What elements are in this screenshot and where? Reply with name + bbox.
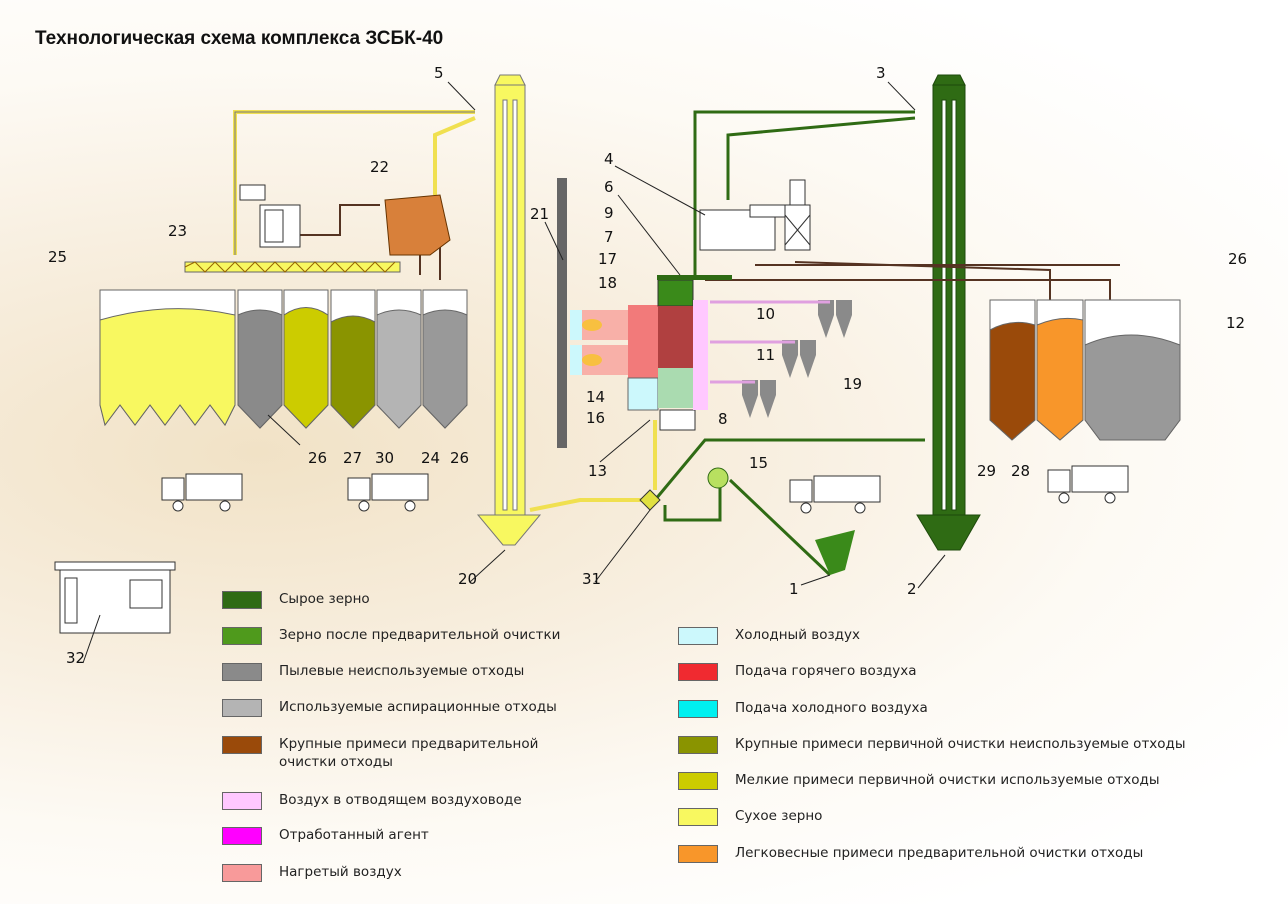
- label-26b: 26: [308, 449, 327, 467]
- callout-labels: 5 3 22 4 6 9 7 17 18 21 23 25 26 12 10 1…: [48, 64, 1247, 667]
- label-20: 20: [458, 570, 477, 588]
- label-12: 12: [1226, 314, 1245, 332]
- legend-swatch: [222, 699, 262, 717]
- label-24: 24: [421, 449, 440, 467]
- legend-label: Отработанный агент: [279, 827, 429, 843]
- label-17: 17: [598, 250, 617, 268]
- legend-swatch: [222, 627, 262, 645]
- legend-label: Используемые аспирационные отходы: [279, 699, 557, 715]
- fan: [707, 467, 729, 489]
- legend-label: Нагретый воздух: [279, 864, 402, 880]
- legend-label: Сухое зерно: [735, 808, 823, 824]
- legend-item: Крупные примеси предварительной очистки …: [222, 735, 599, 771]
- legend-swatch: [678, 700, 718, 718]
- legend-label: Сырое зерно: [279, 591, 370, 607]
- label-19: 19: [843, 375, 862, 393]
- legend-label: Подача горячего воздуха: [735, 663, 917, 679]
- legend-item: Сухое зерно: [678, 807, 1255, 826]
- label-31: 31: [582, 570, 601, 588]
- label-23: 23: [168, 222, 187, 240]
- label-14: 14: [586, 388, 605, 406]
- label-30: 30: [375, 449, 394, 467]
- label-29: 29: [977, 462, 996, 480]
- legend-item: Используемые аспирационные отходы: [222, 698, 599, 717]
- legend-label: Крупные примеси первичной очистки неиспо…: [735, 736, 1186, 752]
- legend-swatch: [222, 792, 262, 810]
- intake-hopper-1: [815, 530, 855, 575]
- legend-label: Мелкие примеси первичной очистки использ…: [735, 772, 1160, 788]
- label-5: 5: [434, 64, 444, 82]
- legend-item: Легковесные примеси предварительной очис…: [678, 844, 1255, 863]
- legend-label: Подача холодного воздуха: [735, 700, 928, 716]
- storage-bins-right: [989, 299, 1181, 441]
- legend-swatch: [678, 627, 718, 645]
- label-21: 21: [530, 205, 549, 223]
- legend-swatch: [678, 845, 718, 863]
- legend-item: Мелкие примеси первичной очистки использ…: [678, 771, 1255, 790]
- legend-label: Холодный воздух: [735, 627, 860, 643]
- dryer: [570, 275, 732, 431]
- legend-swatch: [678, 663, 718, 681]
- label-25: 25: [48, 248, 67, 266]
- label-26c: 26: [450, 449, 469, 467]
- raw-grain-pipes: [653, 110, 925, 577]
- valve-31: [639, 489, 661, 511]
- chimney-21: [557, 178, 567, 448]
- legend-swatch: [678, 736, 718, 754]
- legend-label: Пылевые неиспользуемые отходы: [279, 663, 525, 679]
- label-28: 28: [1011, 462, 1030, 480]
- legend-item: Крупные примеси первичной очистки неиспо…: [678, 735, 1255, 754]
- legend-swatch: [678, 808, 718, 826]
- legend-label: Крупные примеси предварительной очистки …: [279, 736, 539, 770]
- legend-label: Зерно после предварительной очистки: [279, 627, 561, 643]
- storage-bins-left: [99, 289, 468, 429]
- legend-item: Зерно после предварительной очистки: [222, 626, 599, 645]
- legend-swatch: [222, 864, 262, 882]
- label-26: 26: [1228, 250, 1247, 268]
- diagram-title: Технологическая схема комплекса ЗСБК-40: [35, 28, 444, 49]
- cyclones-19: [742, 300, 852, 418]
- legend-item: Подача холодного воздуха: [678, 699, 1255, 718]
- legend-label: Воздух в отводящем воздуховоде: [279, 792, 522, 808]
- legend-swatch: [222, 591, 262, 609]
- legend-swatch: [222, 663, 262, 681]
- legend-item: Сырое зерно: [222, 590, 599, 609]
- trucks: [161, 465, 1129, 514]
- label-4: 4: [604, 150, 614, 168]
- label-16: 16: [586, 409, 605, 427]
- legend-item: Воздух в отводящем воздуховоде: [222, 791, 599, 810]
- legend-item: Нагретый воздух: [222, 863, 599, 882]
- label-2: 2: [907, 580, 917, 598]
- label-11: 11: [756, 346, 775, 364]
- legend-label: Легковесные примеси предварительной очис…: [735, 845, 1144, 861]
- control-building-32: [54, 561, 176, 634]
- legend-swatch: [222, 736, 262, 754]
- legend-item: Холодный воздух: [678, 626, 1255, 645]
- label-10: 10: [756, 305, 775, 323]
- legend-swatch: [678, 772, 718, 790]
- elevator-20: [476, 74, 542, 546]
- label-8: 8: [718, 410, 728, 428]
- label-1: 1: [789, 580, 799, 598]
- label-9: 9: [604, 204, 614, 222]
- legend-item: Отработанный агент: [222, 826, 599, 845]
- separator-22: [239, 184, 451, 256]
- label-32: 32: [66, 649, 85, 667]
- label-22: 22: [370, 158, 389, 176]
- label-6: 6: [604, 178, 614, 196]
- cleaner-4: [699, 179, 811, 251]
- elevator-2: [916, 74, 981, 551]
- label-18: 18: [598, 274, 617, 292]
- legend-item: Пылевые неиспользуемые отходы: [222, 662, 599, 681]
- legend-item: Подача горячего воздуха: [678, 662, 1255, 681]
- conveyor-23: [184, 261, 401, 273]
- label-15: 15: [749, 454, 768, 472]
- label-7: 7: [604, 228, 614, 246]
- label-3: 3: [876, 64, 886, 82]
- legend-swatch: [222, 827, 262, 845]
- label-13: 13: [588, 462, 607, 480]
- label-27: 27: [343, 449, 362, 467]
